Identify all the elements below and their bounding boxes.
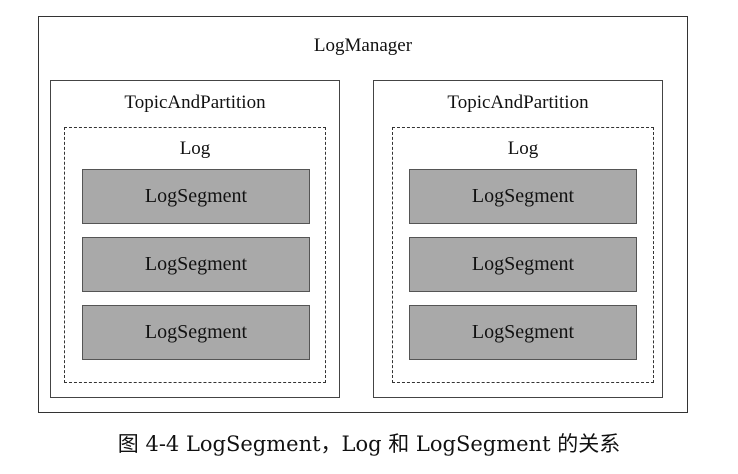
log-box-1 [64,127,326,383]
topic-partition-box-2 [373,80,663,398]
topic-partition-label-2: TopicAndPartition [447,92,589,113]
topic-partition-label-1: TopicAndPartition [124,92,266,113]
log-segment-1-2: LogSegment [82,237,310,292]
log-box-2 [392,127,654,383]
log-label-2: Log [507,138,539,159]
log-segment-2-3: LogSegment [409,305,637,360]
log-segment-2-1: LogSegment [409,169,637,224]
figure-caption: 图 4-4 LogSegment，Log 和 LogSegment 的关系 [117,432,621,456]
log-segment-1-3: LogSegment [82,305,310,360]
log-segment-2-2: LogSegment [409,237,637,292]
log-manager-label: LogManager [313,35,413,56]
log-manager-box [38,16,688,413]
topic-partition-box-1 [50,80,340,398]
log-label-1: Log [179,138,211,159]
log-segment-1-1: LogSegment [82,169,310,224]
